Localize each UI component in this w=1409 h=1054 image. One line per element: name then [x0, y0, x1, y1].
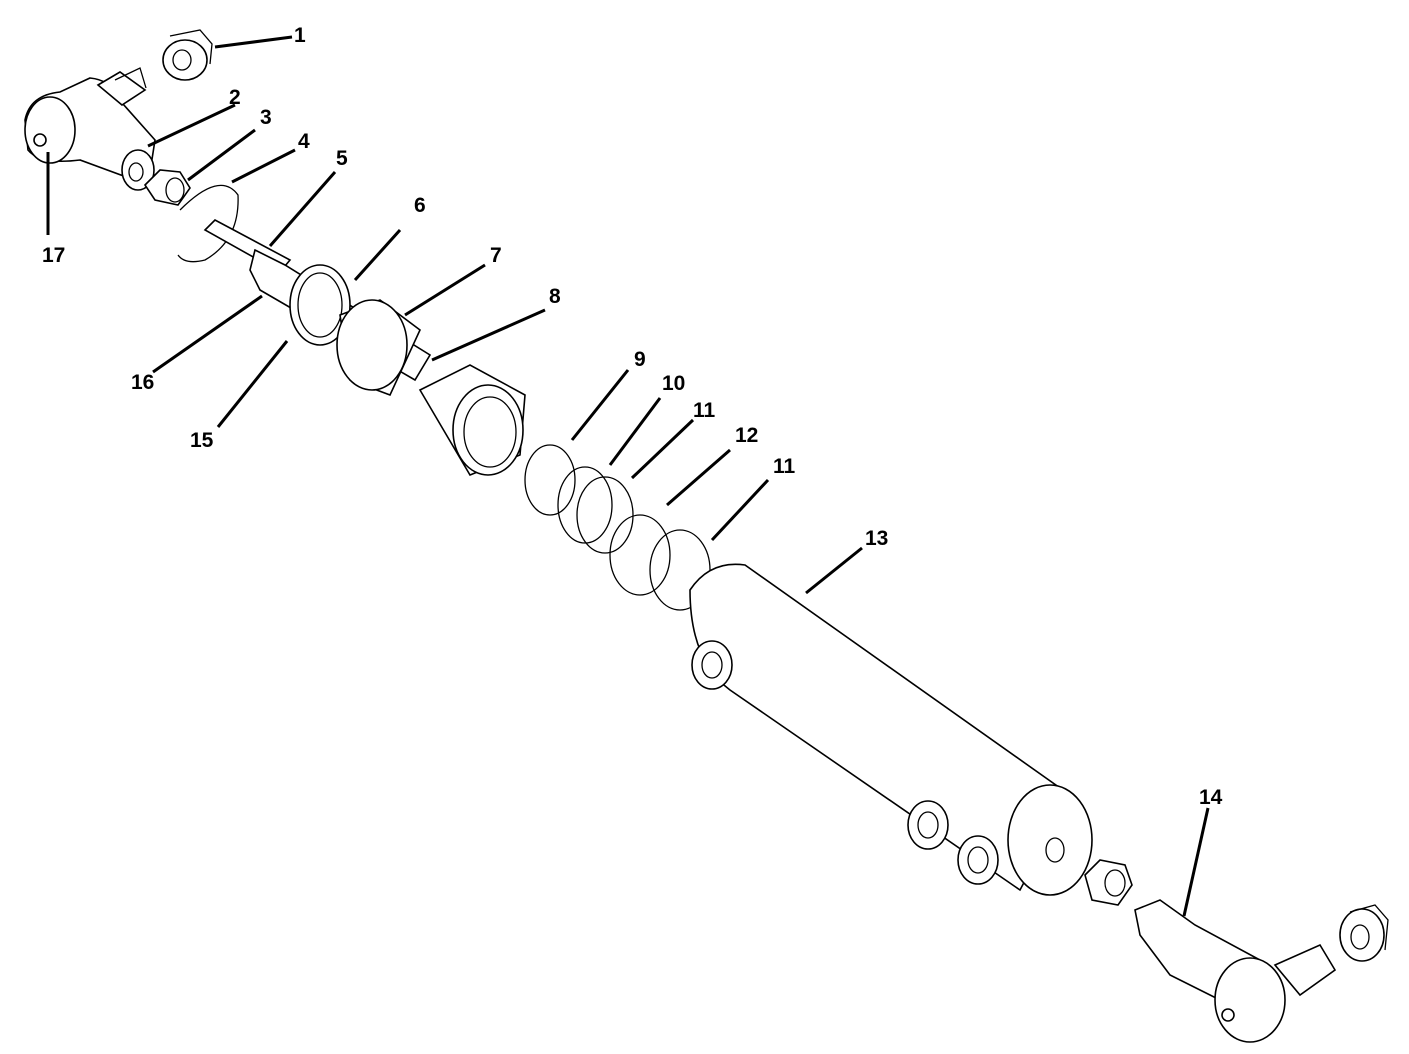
callout-11b: 11	[773, 455, 796, 478]
callout-17: 17	[42, 244, 66, 267]
piston-rod-assembly	[203, 219, 526, 476]
callout-10: 10	[662, 372, 686, 395]
callout-1: 1	[294, 24, 306, 47]
callout-2: 2	[229, 86, 241, 109]
callout-4: 4	[298, 130, 310, 153]
callout-7: 7	[490, 244, 502, 267]
callout-14: 14	[1199, 786, 1223, 809]
tie-rod-end-left	[24, 67, 156, 191]
tie-rod-end-right	[1134, 899, 1337, 1043]
flange-nut-right	[1339, 904, 1389, 962]
callout-15: 15	[190, 429, 214, 452]
hex-nut-left	[143, 169, 191, 206]
hex-nut-right	[1084, 859, 1133, 906]
leader-lines	[46, 35, 1210, 917]
flange-nut-top	[162, 29, 213, 81]
callout-9: 9	[634, 348, 646, 371]
callout-12: 12	[735, 424, 759, 447]
seal-rings	[524, 444, 711, 611]
callout-6: 6	[414, 194, 426, 217]
snap-ring	[177, 184, 239, 263]
callout-8: 8	[549, 285, 561, 308]
callout-16: 16	[131, 371, 155, 394]
callout-11a: 11	[693, 399, 716, 422]
callout-5: 5	[336, 147, 348, 170]
callout-13: 13	[865, 527, 889, 550]
callout-3: 3	[260, 106, 272, 129]
cylinder-barrel	[689, 563, 1093, 896]
